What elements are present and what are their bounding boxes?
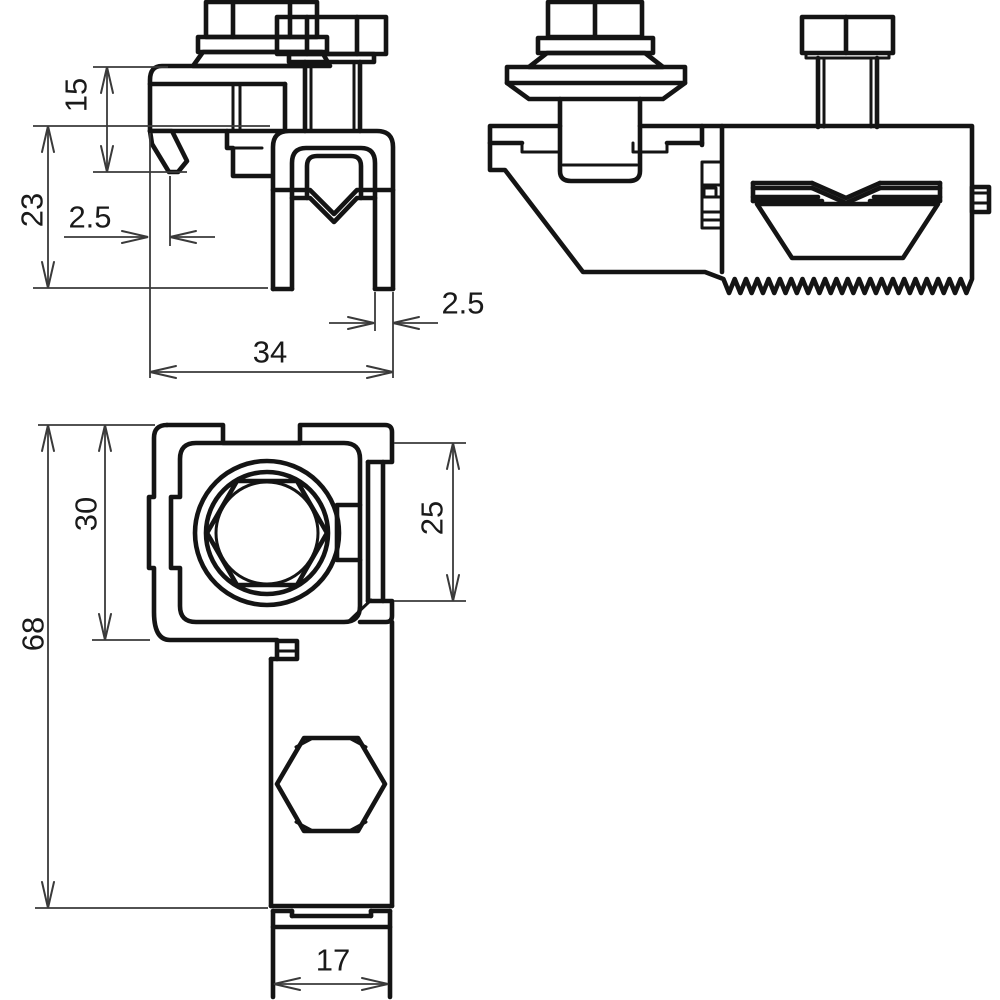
dim-label-68: 68: [16, 617, 51, 651]
dim-label-2-5-leg: 2.5: [441, 286, 484, 321]
front-view: 15 23 2.5 34 2.5: [15, 0, 485, 379]
dim-label-17: 17: [316, 943, 350, 978]
top-outer-contour-right: [164, 422, 395, 625]
side-body-outline: [487, 123, 975, 296]
front-claw: [147, 128, 190, 175]
side-left-bolt-icon: [504, 0, 688, 184]
top-view: 30 68 25 17: [16, 422, 466, 1000]
front-right-bolt-icon: [274, 14, 389, 134]
top-lower-arm: [268, 598, 395, 1000]
top-outer-contour-left: [146, 422, 280, 643]
front-dimensions: 15 23 2.5 34 2.5: [15, 66, 485, 379]
front-stirrup-strap: [270, 128, 396, 292]
front-clamp-body: [147, 63, 308, 179]
dim-label-23: 23: [15, 193, 50, 227]
top-dimensions: 30 68 25 17: [16, 424, 466, 991]
dim-label-15: 15: [59, 78, 94, 112]
top-bolt-head-icon: [192, 458, 342, 608]
side-saddle-and-conductor: [750, 180, 992, 261]
dim-label-34: 34: [253, 335, 287, 370]
dim-label-25: 25: [415, 501, 450, 535]
dim-label-30: 30: [69, 497, 104, 531]
side-right-bolt-icon: [799, 14, 896, 130]
side-view: [487, 0, 992, 296]
front-left-bolt-icon: [190, 0, 333, 69]
dim-label-2-5-claw: 2.5: [68, 200, 111, 235]
top-inner-opening: [168, 440, 363, 625]
top-arm-hex-bolt-icon: [274, 735, 388, 834]
front-v-saddle: [270, 187, 396, 217]
